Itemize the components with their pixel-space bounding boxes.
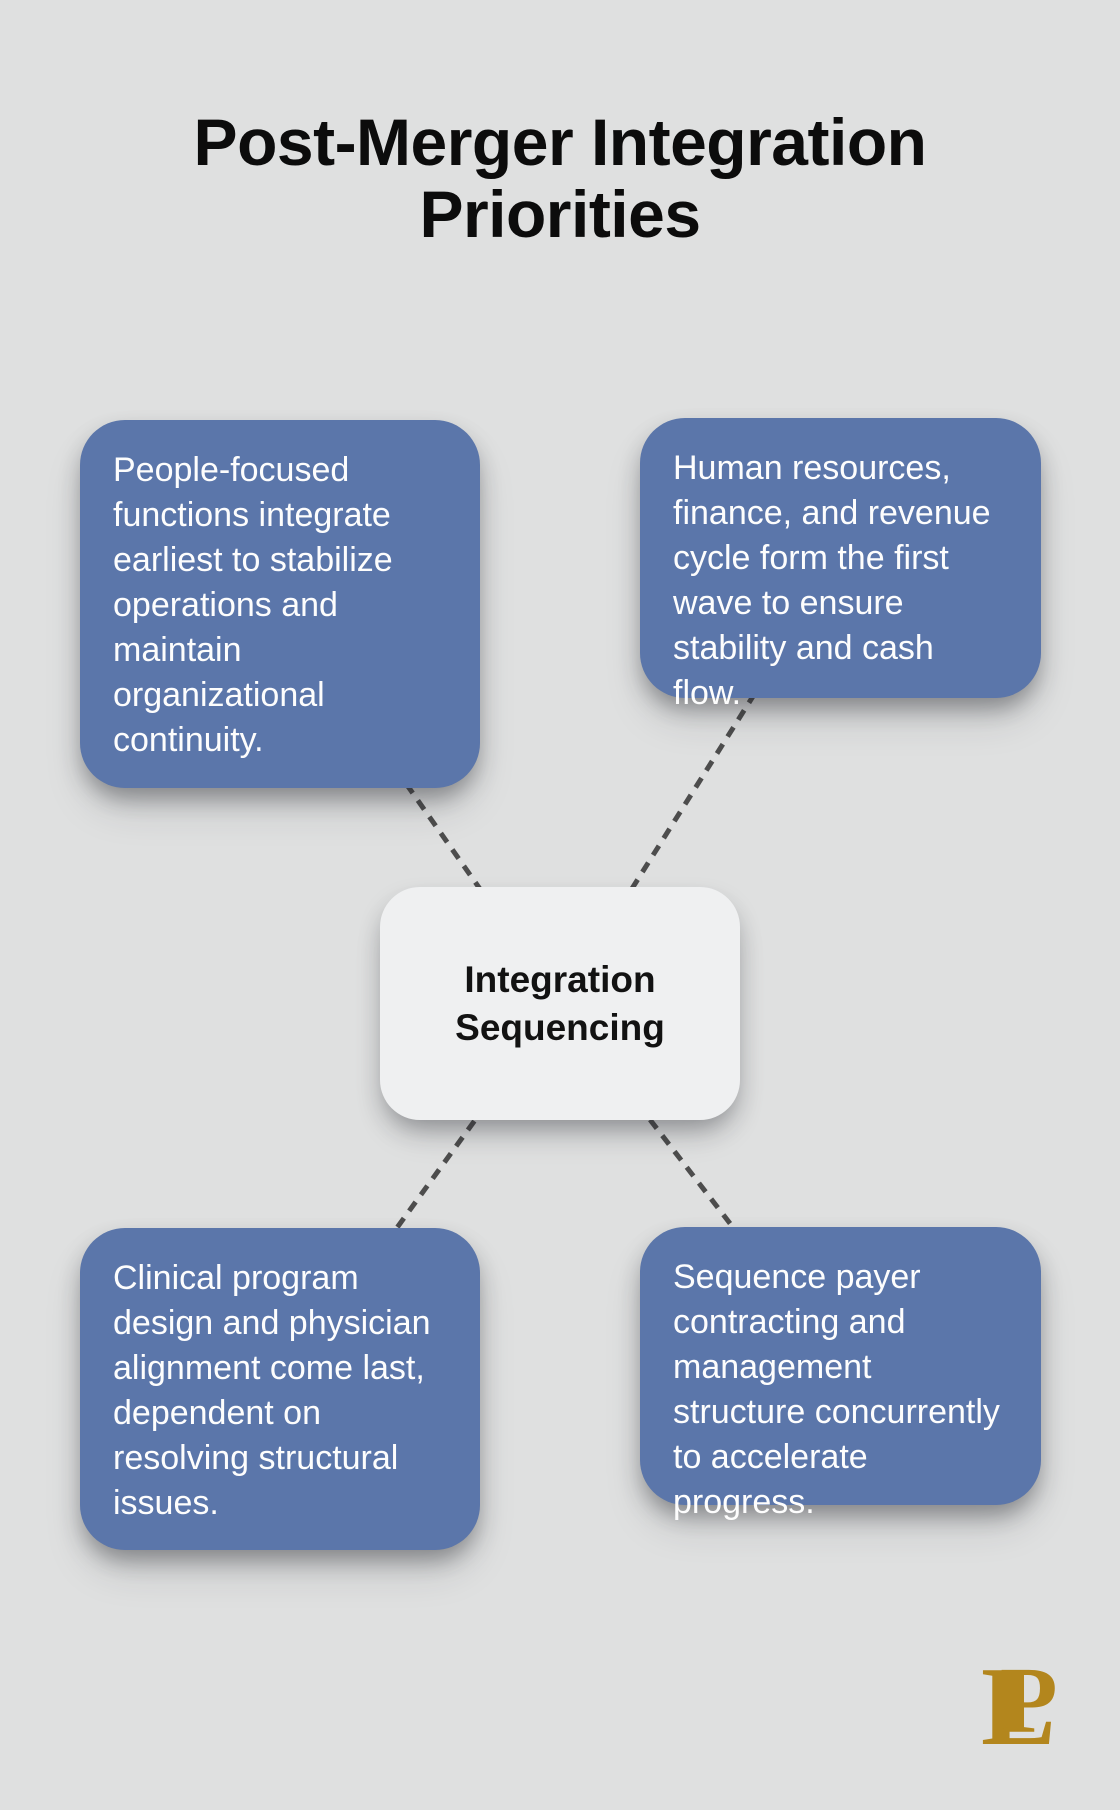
center-node: Integration Sequencing: [380, 887, 740, 1120]
brand-logo-monogram-icon: L P: [980, 1645, 1064, 1769]
logo-letter-p: P: [1000, 1649, 1058, 1753]
page-title: Post-Merger Integration Priorities: [193, 105, 927, 251]
node-bottom-left: Clinical program design and physician al…: [80, 1228, 480, 1550]
node-bottom-right: Sequence payer contracting and managemen…: [640, 1227, 1041, 1521]
node-bottom-right-text: Sequence payer contracting and managemen…: [673, 1258, 1000, 1521]
node-top-left: People-focused functions integrate earli…: [80, 420, 480, 788]
node-bottom-left-text: Clinical program design and physician al…: [113, 1259, 431, 1522]
logo-letter-l: L: [981, 1645, 1056, 1769]
node-top-right-text: Human resources, finance, and revenue cy…: [673, 449, 991, 712]
center-node-label: Integration Sequencing: [455, 958, 665, 1048]
node-top-left-text: People-focused functions integrate earli…: [113, 451, 393, 759]
node-top-right: Human resources, finance, and revenue cy…: [640, 418, 1041, 712]
